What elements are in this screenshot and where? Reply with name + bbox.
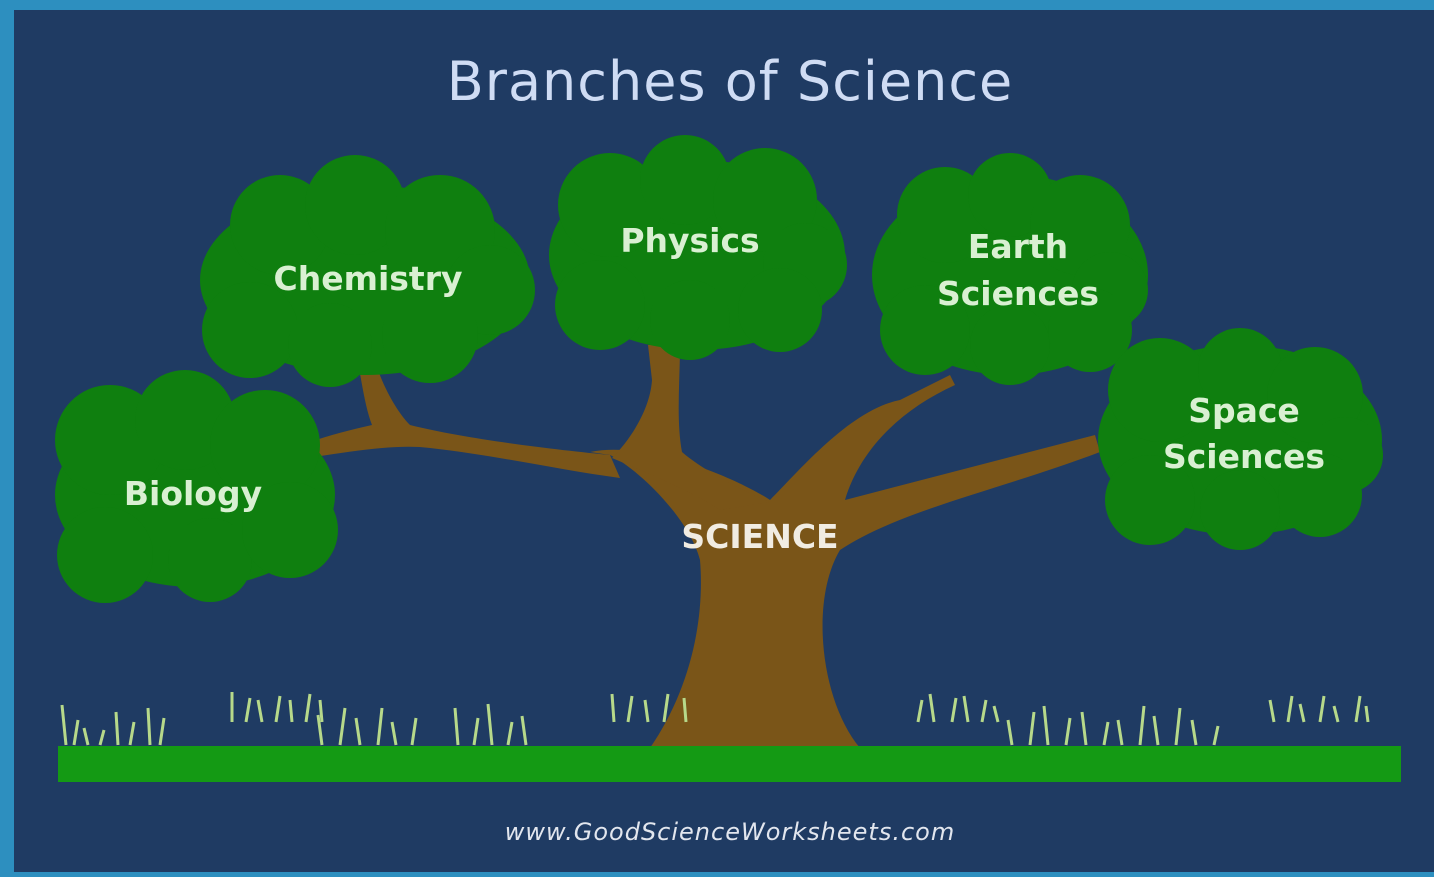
- diagram-title: Branches of Science: [447, 50, 1014, 113]
- ground-strip: [58, 746, 1401, 782]
- foliage-space-sciences: [1098, 328, 1383, 550]
- tree-trunk: [310, 345, 1100, 748]
- branch-label-space-line2: Sciences: [1163, 437, 1325, 476]
- branch-label-biology: Biology: [124, 474, 262, 513]
- branch-label-physics: Physics: [620, 221, 759, 260]
- foliage-biology: [55, 370, 338, 603]
- branch-label-space-line1: Space: [1188, 391, 1300, 430]
- foliage-earth-sciences: [872, 153, 1148, 385]
- branch-label-earth-line1: Earth: [968, 227, 1068, 266]
- foliage-chemistry: [200, 155, 535, 387]
- footer-url: www.GoodScienceWorksheets.com: [505, 818, 955, 846]
- foliage-physics: [549, 135, 847, 360]
- branch-label-chemistry: Chemistry: [274, 259, 463, 298]
- branch-label-earth-line2: Sciences: [937, 274, 1099, 313]
- grass-tufts: [60, 692, 1370, 746]
- trunk-label: SCIENCE: [681, 517, 838, 556]
